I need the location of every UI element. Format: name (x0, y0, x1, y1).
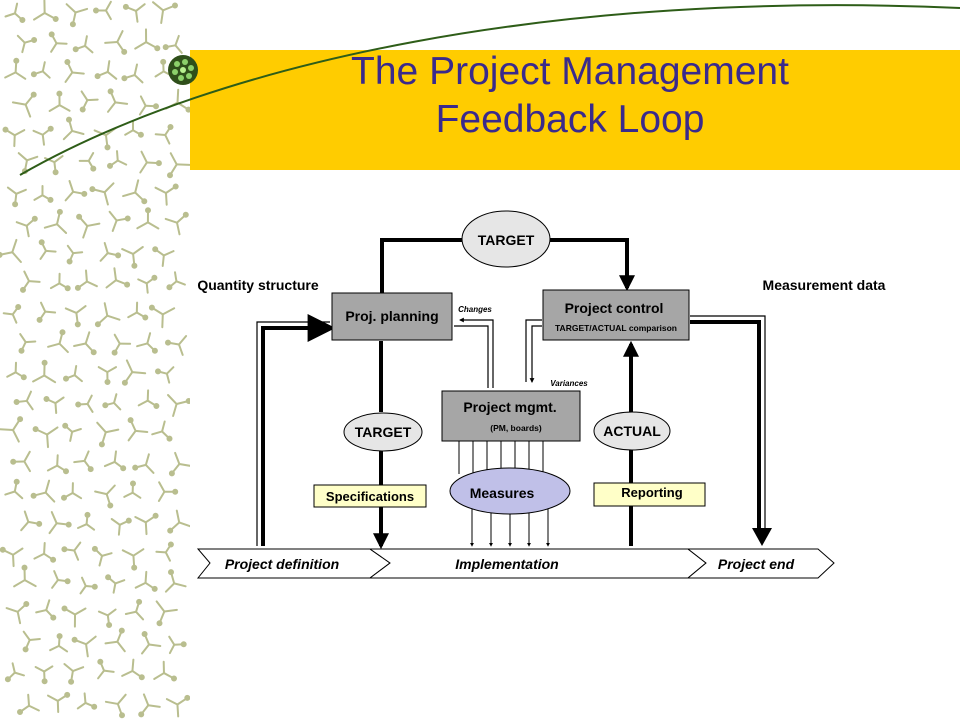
phase-end-chevron (686, 548, 835, 579)
changes-outer-line (454, 325, 489, 388)
phase-bar: Project definition Implementation Projec… (196, 548, 835, 579)
measurement-loop-arrowhead (752, 528, 772, 546)
actual-label: ACTUAL (603, 423, 661, 439)
measures-label: Measures (470, 485, 535, 501)
swoosh-line (19, 4, 960, 176)
title-band (190, 50, 960, 170)
project-mgmt-box (441, 390, 581, 442)
phase-definition-label: Project definition (225, 556, 339, 572)
top-loop-right-arrow (550, 238, 635, 292)
proj-planning-label: Proj. planning (345, 308, 438, 324)
target-left-label: TARGET (355, 424, 412, 440)
actual-ellipse (593, 411, 671, 451)
project-control-label: Project control (565, 300, 664, 316)
measurement-loop-outer (690, 315, 766, 528)
phase-implementation-label: Implementation (455, 556, 558, 572)
specifications-box (313, 484, 427, 508)
target-top-label: TARGET (478, 232, 535, 248)
changes-arrow (459, 317, 494, 388)
quantity-loop-inner (261, 314, 336, 546)
project-mgmt-sub-label: (PM, boards) (490, 423, 542, 433)
measurement-loop-inner (690, 320, 761, 528)
variances-outer-line (525, 319, 542, 382)
target-top-ellipse (461, 210, 551, 268)
proj-planning-box (331, 292, 453, 341)
decorative-pattern (0, 0, 190, 719)
quantity-loop-outer (256, 321, 330, 546)
variances-arrow (529, 325, 542, 383)
variances-label: Variances (550, 379, 588, 388)
measures-ellipse (449, 467, 571, 515)
reporting-box (593, 482, 706, 507)
title-line-2: Feedback Loop (435, 98, 705, 141)
title-line-1: The Project Management (351, 50, 789, 93)
reporting-label: Reporting (621, 485, 682, 500)
project-control-sub-label: TARGET/ACTUAL comparison (555, 323, 677, 333)
measurement-data-label: Measurement data (763, 277, 886, 293)
quantity-structure-label: Quantity structure (197, 277, 319, 293)
project-mgmt-label: Project mgmt. (463, 399, 556, 415)
green-dot-cluster-icon (168, 55, 198, 85)
project-control-box (542, 289, 690, 341)
specifications-label: Specifications (326, 489, 414, 504)
target-left-ellipse (343, 412, 423, 452)
changes-label: Changes (458, 305, 492, 314)
phase-end-label: Project end (718, 556, 795, 572)
page-title: The Project Management Feedback Loop (190, 48, 950, 144)
